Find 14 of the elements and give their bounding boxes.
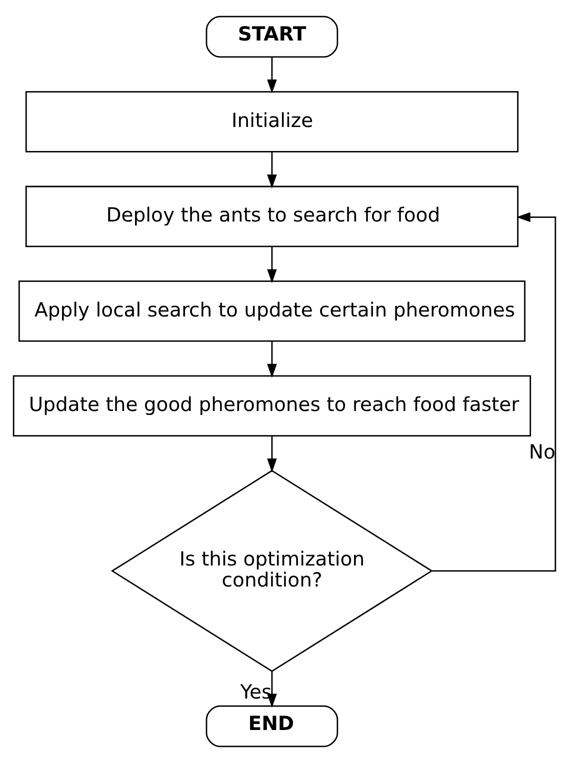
node-box: START — [206, 15, 338, 58]
arrow — [267, 436, 277, 472]
arrow — [267, 151, 277, 188]
edge-label: No — [528, 440, 556, 463]
node-box: Apply local search to update certain pheromones — [18, 280, 526, 342]
arrow — [267, 56, 277, 93]
node-box: END — [206, 704, 338, 747]
node-box: Initialize — [25, 90, 518, 152]
node-box: Update the good pheromones to reach food faster — [12, 374, 532, 436]
node-box: Deploy the ants to search for food — [25, 185, 518, 247]
arrow — [432, 212, 556, 572]
node-diamond: Is this optimization condition? — [110, 469, 433, 672]
arrow — [267, 340, 277, 378]
arrow — [267, 246, 277, 283]
